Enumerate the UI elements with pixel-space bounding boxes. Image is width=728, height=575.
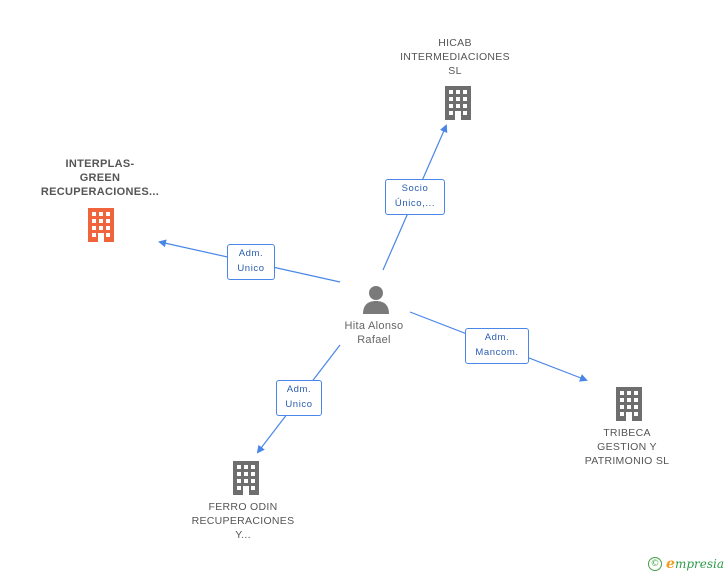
building-icon[interactable] xyxy=(443,86,473,120)
company-name-ferro[interactable]: FERRO ODIN RECUPERACIONES Y... xyxy=(191,501,295,541)
relation-label-interplas[interactable]: Adm. Unico xyxy=(227,244,275,280)
brand-footer: © empresia xyxy=(648,556,724,572)
person-name[interactable]: Hita Alonso Rafael xyxy=(344,320,404,346)
company-name-tribeca[interactable]: TRIBECA GESTION Y PATRIMONIO SL xyxy=(584,427,670,467)
relation-label-hicab[interactable]: Socio Único,... xyxy=(385,179,445,215)
brand-logo[interactable]: empresia xyxy=(666,556,724,572)
company-name-interplas[interactable]: INTERPLAS- GREEN RECUPERACIONES... xyxy=(40,158,160,198)
building-icon[interactable] xyxy=(231,461,261,495)
relation-label-ferro[interactable]: Adm. Unico xyxy=(276,380,322,416)
person-icon[interactable] xyxy=(362,284,390,314)
building-icon[interactable] xyxy=(86,208,116,242)
relation-label-tribeca[interactable]: Adm. Mancom. xyxy=(465,328,529,364)
copyright-icon: © xyxy=(648,557,663,571)
company-name-hicab[interactable]: HICAB INTERMEDIACIONES SL xyxy=(400,37,510,77)
building-icon[interactable] xyxy=(614,387,644,421)
